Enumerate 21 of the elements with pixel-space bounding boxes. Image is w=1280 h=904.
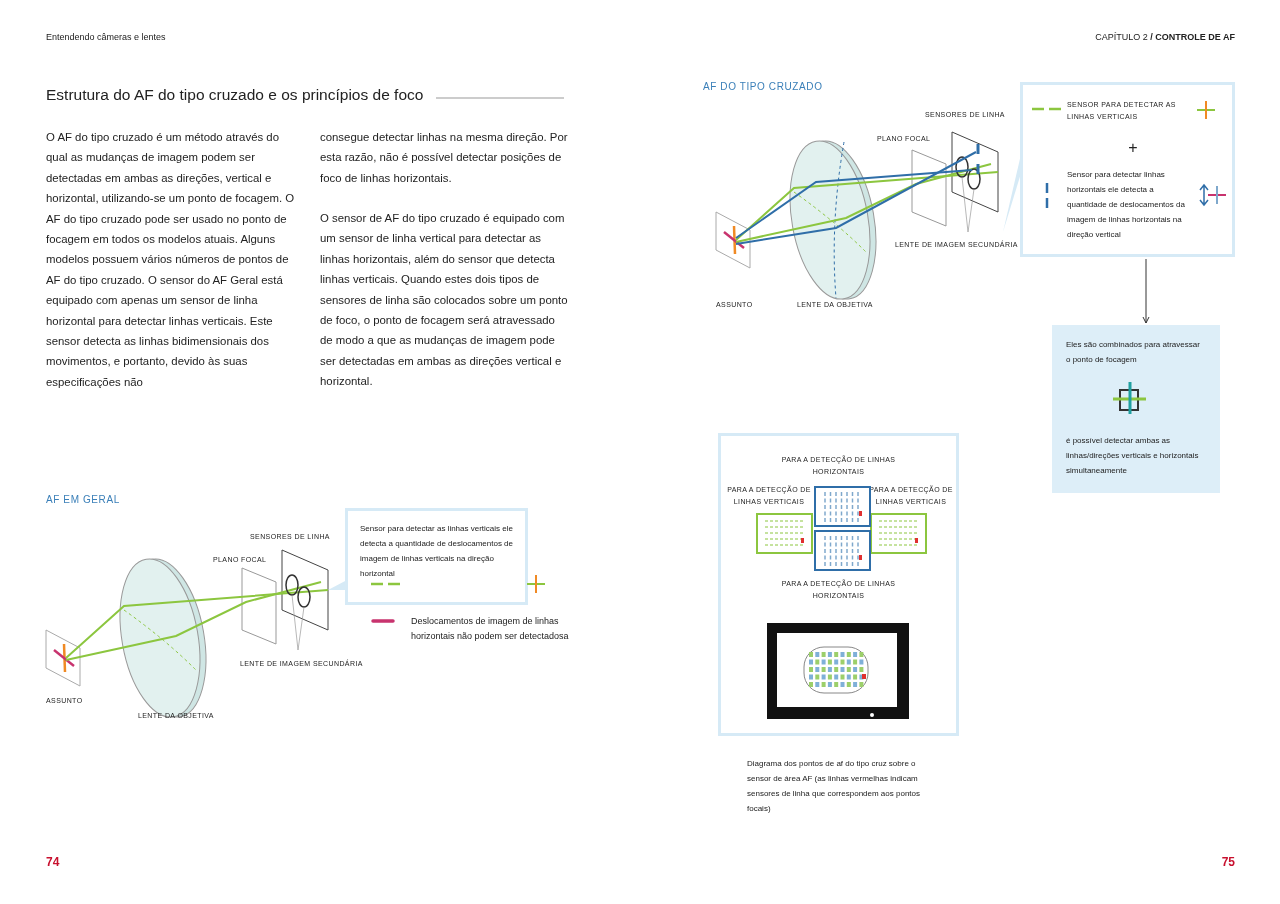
callout-text: Sensor para detectar as linhas verticais ele detecta a quantidade de deslocamentos de imagem de linhas verticais na direção horizontal xyxy=(360,523,514,580)
callout-text: é possível detectar ambas as linhas/direções verticais e horizontais simultaneamente xyxy=(1066,435,1200,477)
arrow xyxy=(1142,258,1150,324)
body-paragraph: consegue detectar linhas na mesma direção. Por esta razão, não é possível detectar posições de foco de linhas horizontais. xyxy=(320,130,569,186)
figure-frame xyxy=(718,433,959,736)
plus-sign: + xyxy=(1127,139,1139,157)
figure-caption: Diagrama dos pontos de af do tipo cruz sobre o sensor de área AF (as linhas vermelhas indicam sensores de linha que correspondem aos pontos focais) xyxy=(747,758,921,815)
page-number: 74 xyxy=(46,855,61,869)
page-title: Estrutura do AF do tipo cruzado e os princípios de foco xyxy=(46,86,424,104)
callout-text: Sensor para detectar linhas horizontais ele detecta a quantidade de deslocamentos da imagem de linhas horizontais na direção vertical xyxy=(1067,169,1185,241)
running-header: CAPÍTULO 2 / CONTROLE DE AF xyxy=(1094,32,1235,42)
section-heading: AF DO TIPO CRUZADO xyxy=(703,81,824,92)
legend-text: Deslocamentos de imagem de linhas horizontais não podem ser detectadosa xyxy=(411,615,570,643)
callout-box xyxy=(1020,82,1235,257)
info-panel xyxy=(1052,325,1220,493)
page-number: 75 xyxy=(1220,855,1235,869)
section-heading: AF EM GERAL xyxy=(46,494,121,505)
body-paragraph: O sensor de AF do tipo cruzado é equipado com um sensor de linha vertical para detectar as linhas horizontais, além do sensor que detecta linhas verticais. Quando estes dois tipos de sensores de linha são colocados sobre um ponto de foco, o ponto de focagem será atravessado de modo a que as mudanças de imagem pode ser detectadas em ambas as direções vertical e horizontal. xyxy=(320,211,569,390)
running-header: Entendendo câmeras e lentes xyxy=(46,32,167,42)
callout-text: Eles são combinados para atravessar o ponto de focagem xyxy=(1066,339,1201,366)
body-paragraph: O AF do tipo cruzado é um método através do qual as mudanças de imagem podem ser detectadas em ambas as direções, vertical e horizontal, utilizando-se um ponto de focagem. O AF do tipo cruzado pode ser usado no ponto de focagem em todos os modelos atuais. Alguns modelos possuem vários números de pontos de AF do tipo cruzado. O sensor do AF Geral está equipado com apenas um sensor de linha horizontal para detectar linhas verticais. Este sensor detecta as linhas bidimensionais dos movimentos, e portanto, devido às suas especificações não xyxy=(46,130,296,390)
